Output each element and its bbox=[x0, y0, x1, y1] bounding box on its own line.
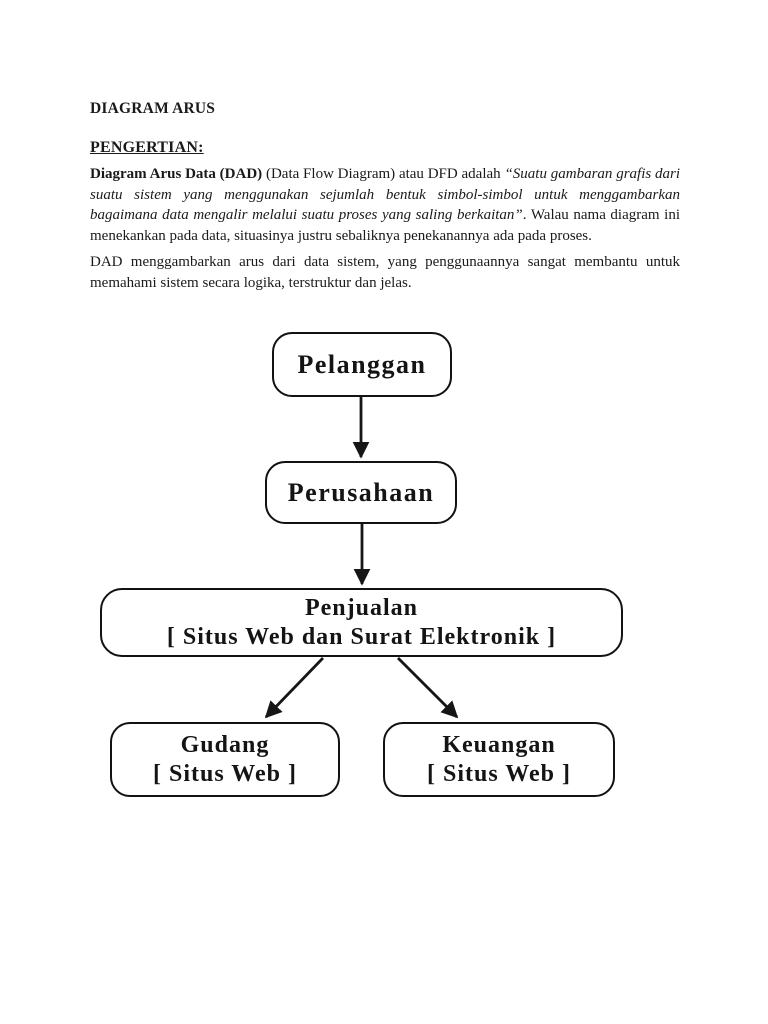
arrow-penjualan-keuangan bbox=[397, 657, 459, 719]
node-label: Pelanggan bbox=[297, 349, 427, 379]
term-bold: Diagram Arus Data (DAD) bbox=[90, 166, 263, 182]
node-label: Penjualan bbox=[304, 594, 418, 621]
paragraph-usage: DAD menggambarkan arus dari data sistem,… bbox=[90, 254, 680, 291]
doc-title: DIAGRAM ARUS bbox=[90, 100, 216, 117]
node-sublabel: [ Situs Web ] bbox=[153, 760, 297, 787]
node-pelanggan: Pelanggan bbox=[272, 332, 452, 397]
quote-italic: “Suatu gambaran grafis dari suatu sistem… bbox=[90, 166, 680, 223]
node-sublabel: [ Situs Web dan Surat Elektronik ] bbox=[166, 623, 557, 650]
node-keuangan: Keuangan [ Situs Web ] bbox=[383, 722, 615, 797]
node-penjualan: Penjualan [ Situs Web dan Surat Elektron… bbox=[100, 588, 623, 657]
node-perusahaan: Perusahaan bbox=[265, 461, 457, 524]
text-segment: (Data Flow Diagram) atau DFD adalah bbox=[262, 166, 505, 182]
section-heading: PENGERTIAN: bbox=[90, 139, 204, 156]
node-label: Keuangan bbox=[442, 731, 556, 758]
node-label: Perusahaan bbox=[287, 477, 435, 507]
text-segment: . Walau nama diagram ini menekankan pada… bbox=[90, 207, 680, 244]
paragraph-definition: Diagram Arus Data (DAD) (Data Flow Diagr… bbox=[90, 164, 680, 246]
node-gudang: Gudang [ Situs Web ] bbox=[110, 722, 340, 797]
arrow-penjualan-gudang bbox=[264, 657, 325, 719]
node-sublabel: [ Situs Web ] bbox=[427, 760, 571, 787]
node-label: Gudang bbox=[180, 731, 270, 758]
